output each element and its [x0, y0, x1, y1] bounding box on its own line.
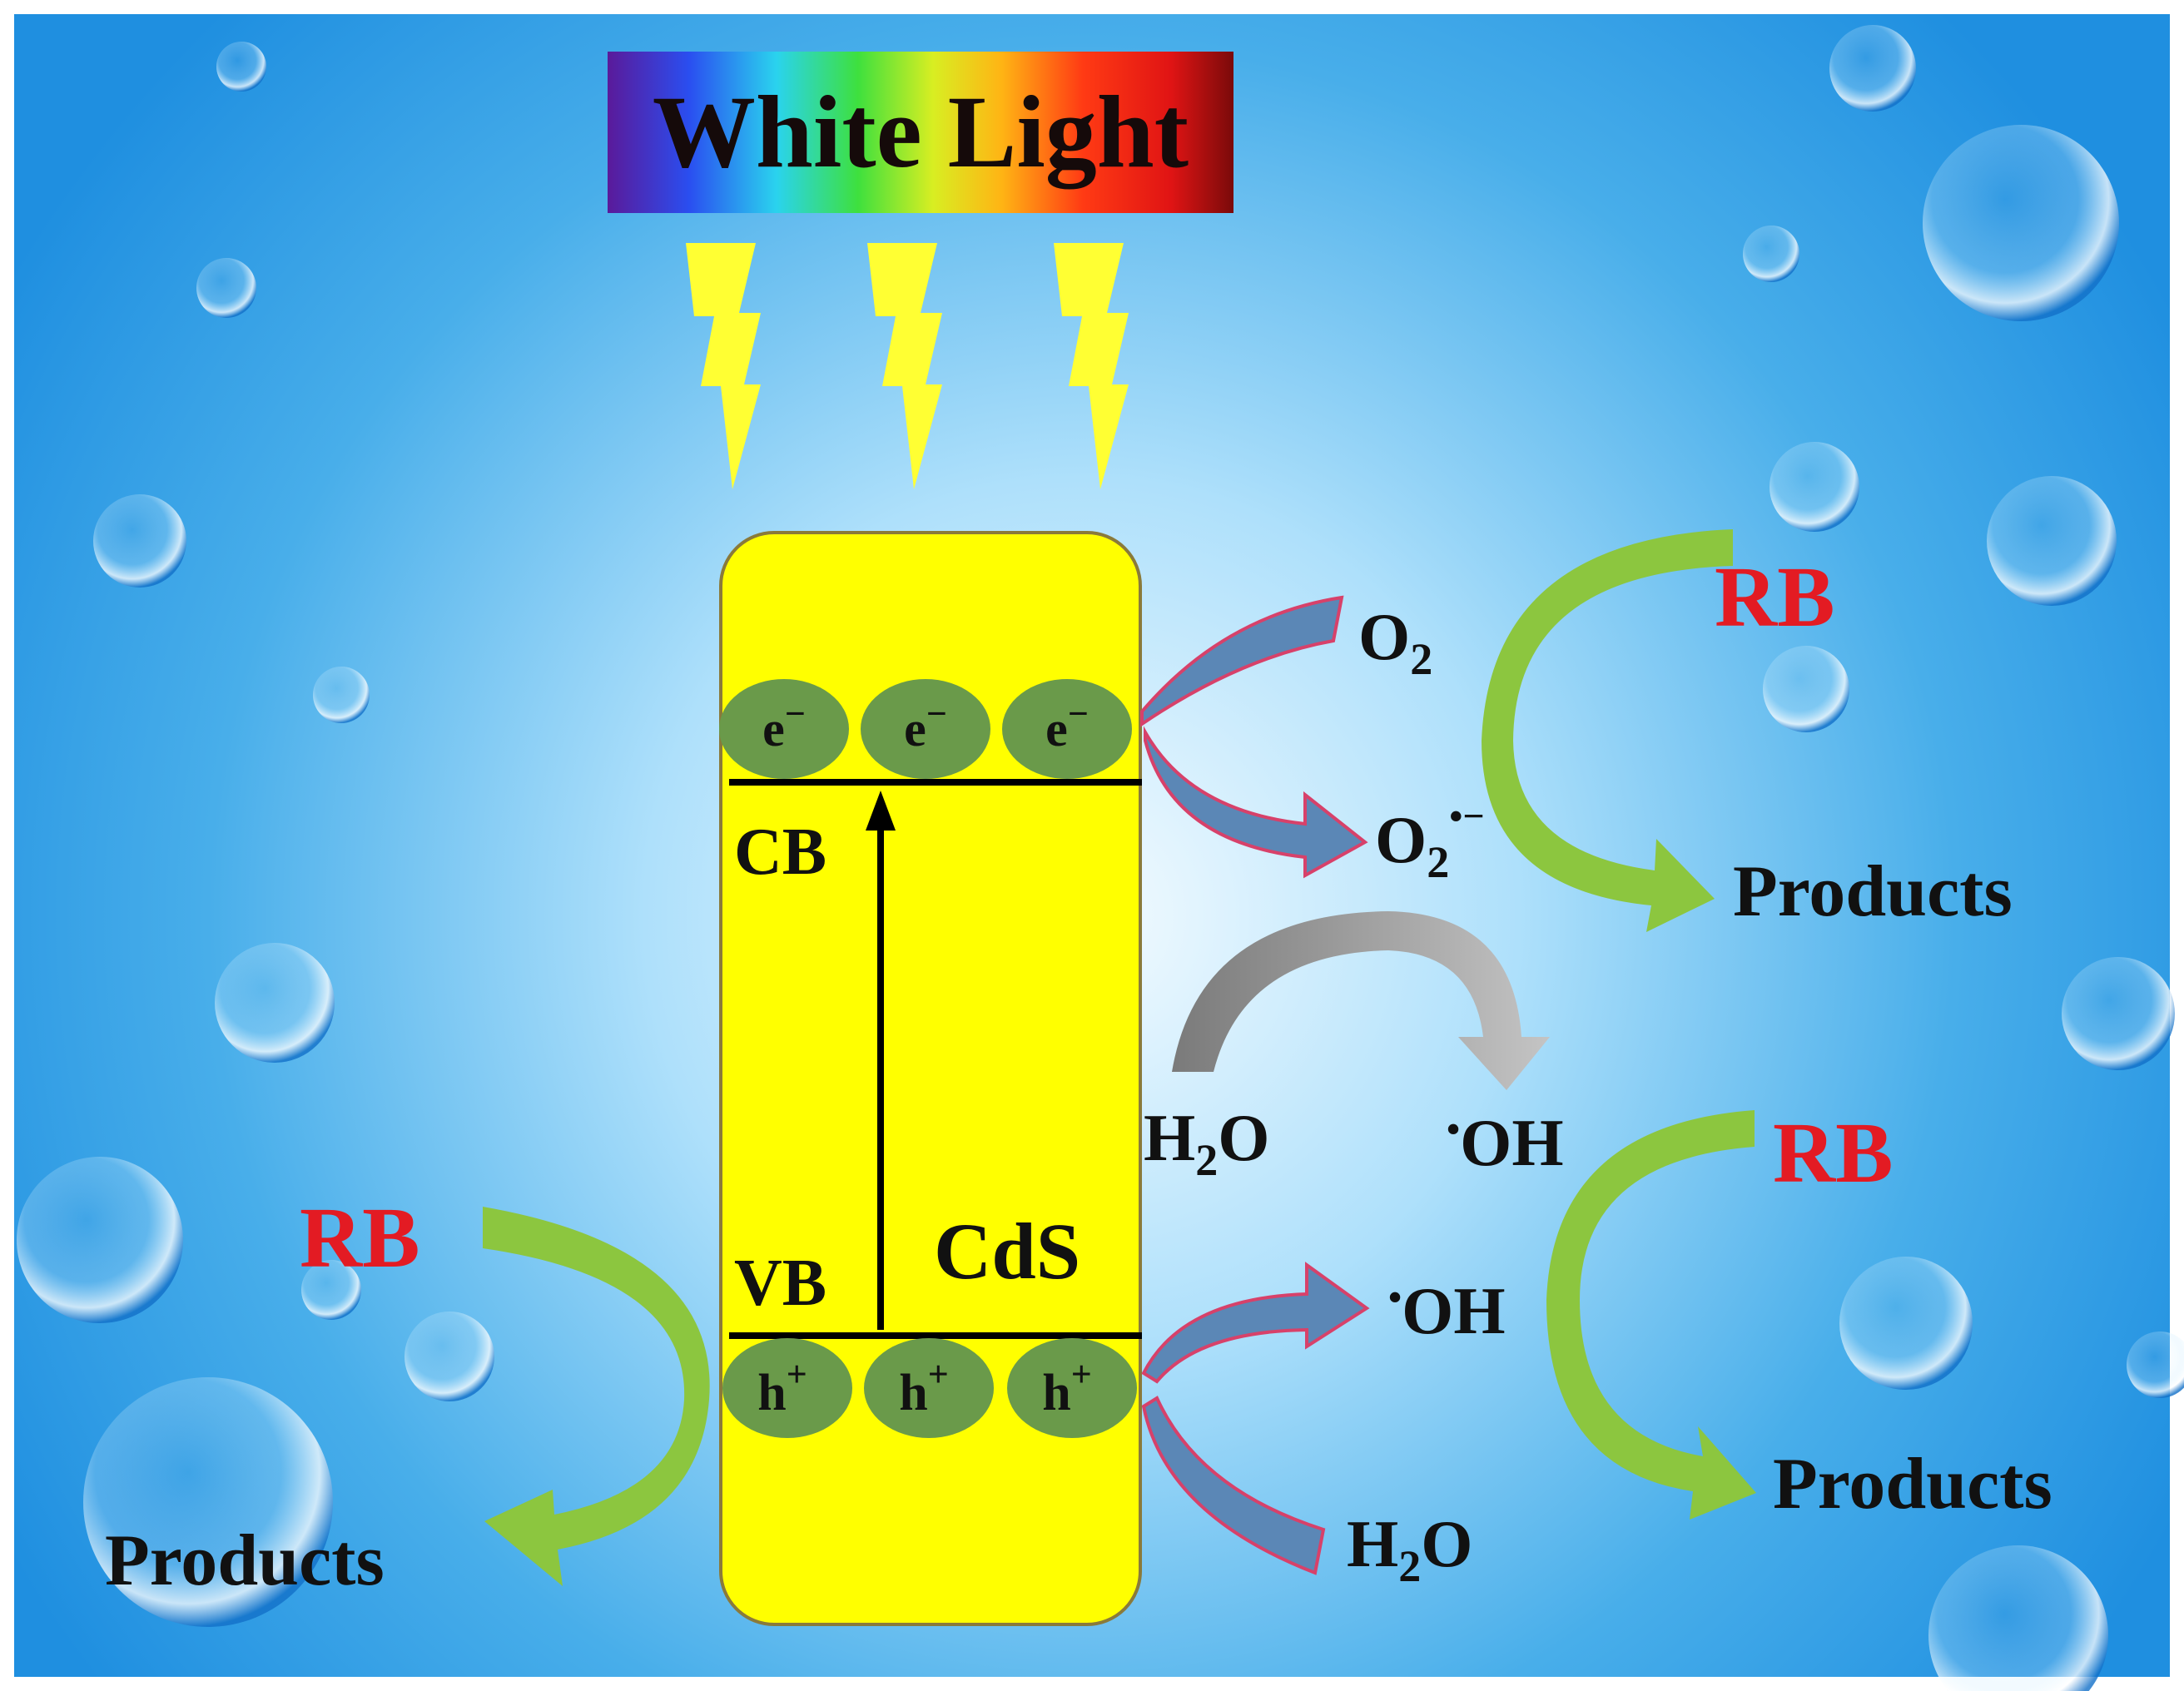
- hydroxyl-label-lower: •OH: [1388, 1275, 1506, 1348]
- hole-to-hydroxyl-arrow: [1141, 1262, 1370, 1384]
- hole: [722, 1338, 852, 1438]
- electron: [861, 679, 990, 779]
- electron-row: e− e− e−: [719, 679, 1132, 779]
- rb-label-mid: RB: [1773, 1105, 1893, 1201]
- electron: [1002, 679, 1132, 779]
- frame: [9, 9, 2175, 1682]
- bubble: [1839, 1257, 1973, 1390]
- superoxide-label: O2•−: [1375, 795, 1485, 887]
- hole-label: h+: [899, 1354, 949, 1421]
- vb-label: VB: [734, 1247, 826, 1320]
- hole-row: h+ h+ h+: [722, 1338, 1137, 1438]
- cds-label: CdS: [934, 1207, 1080, 1296]
- bubble: [313, 667, 370, 723]
- white-light-label: White Light: [653, 75, 1189, 190]
- hole: [1007, 1338, 1137, 1438]
- bubble: [17, 1157, 183, 1323]
- water-label-lower: H2O: [1347, 1508, 1472, 1591]
- bubble: [196, 258, 256, 318]
- rb-label-top: RB: [1715, 549, 1834, 645]
- electron: [719, 679, 849, 779]
- white-light-banner: White Light: [608, 52, 1233, 213]
- lightning-icon: [1054, 243, 1129, 489]
- products-label-mid: Products: [1773, 1444, 2052, 1525]
- bubble: [1928, 1545, 2108, 1691]
- lightning-icon: [686, 243, 761, 489]
- rb-to-products-arrow-mid: [1546, 1110, 1756, 1520]
- o2-label: O2: [1358, 601, 1432, 684]
- electron-label: e−: [904, 693, 947, 756]
- bubble: [1829, 25, 1916, 112]
- bubble: [405, 1312, 494, 1401]
- bubble: [215, 943, 335, 1063]
- bubble: [1987, 476, 2117, 606]
- bubbles: [17, 25, 2184, 1691]
- products-label-top: Products: [1733, 851, 2013, 932]
- bubble: [1770, 442, 1859, 532]
- cb-label: CB: [734, 816, 826, 889]
- water-label-middle: H2O: [1144, 1102, 1269, 1185]
- bubble: [1763, 646, 1849, 732]
- bubble: [216, 42, 266, 92]
- rb-label-left: RB: [300, 1190, 419, 1286]
- bubble: [1923, 125, 2119, 321]
- hole-label: h+: [1042, 1354, 1092, 1421]
- lightning-icon: [867, 243, 942, 489]
- bubble: [301, 1260, 361, 1320]
- bubble: [1743, 226, 1799, 282]
- bubble: [2062, 957, 2175, 1070]
- lightning-bolts: [686, 243, 1129, 489]
- rb-to-products-arrow-top: [1482, 529, 1733, 932]
- products-label-left: Products: [105, 1520, 385, 1601]
- rb-to-products-arrow-left: [483, 1207, 710, 1586]
- water-to-hole-arrow: [1141, 1396, 1326, 1575]
- to-superoxide-arrow: [1144, 726, 1368, 879]
- bubble: [2127, 1331, 2184, 1398]
- hydroxyl-label-middle: •OH: [1447, 1107, 1564, 1180]
- bubble: [83, 1377, 333, 1627]
- electron-label: e−: [1045, 693, 1089, 756]
- o2-to-cds-arrow: [1140, 595, 1344, 727]
- hole: [864, 1338, 994, 1438]
- electron-label: e−: [762, 693, 806, 756]
- water-to-hydroxyl-arrow: [1172, 911, 1550, 1090]
- bubble: [93, 494, 186, 588]
- excitation-arrowhead: [866, 791, 896, 831]
- hole-label: h+: [757, 1354, 807, 1421]
